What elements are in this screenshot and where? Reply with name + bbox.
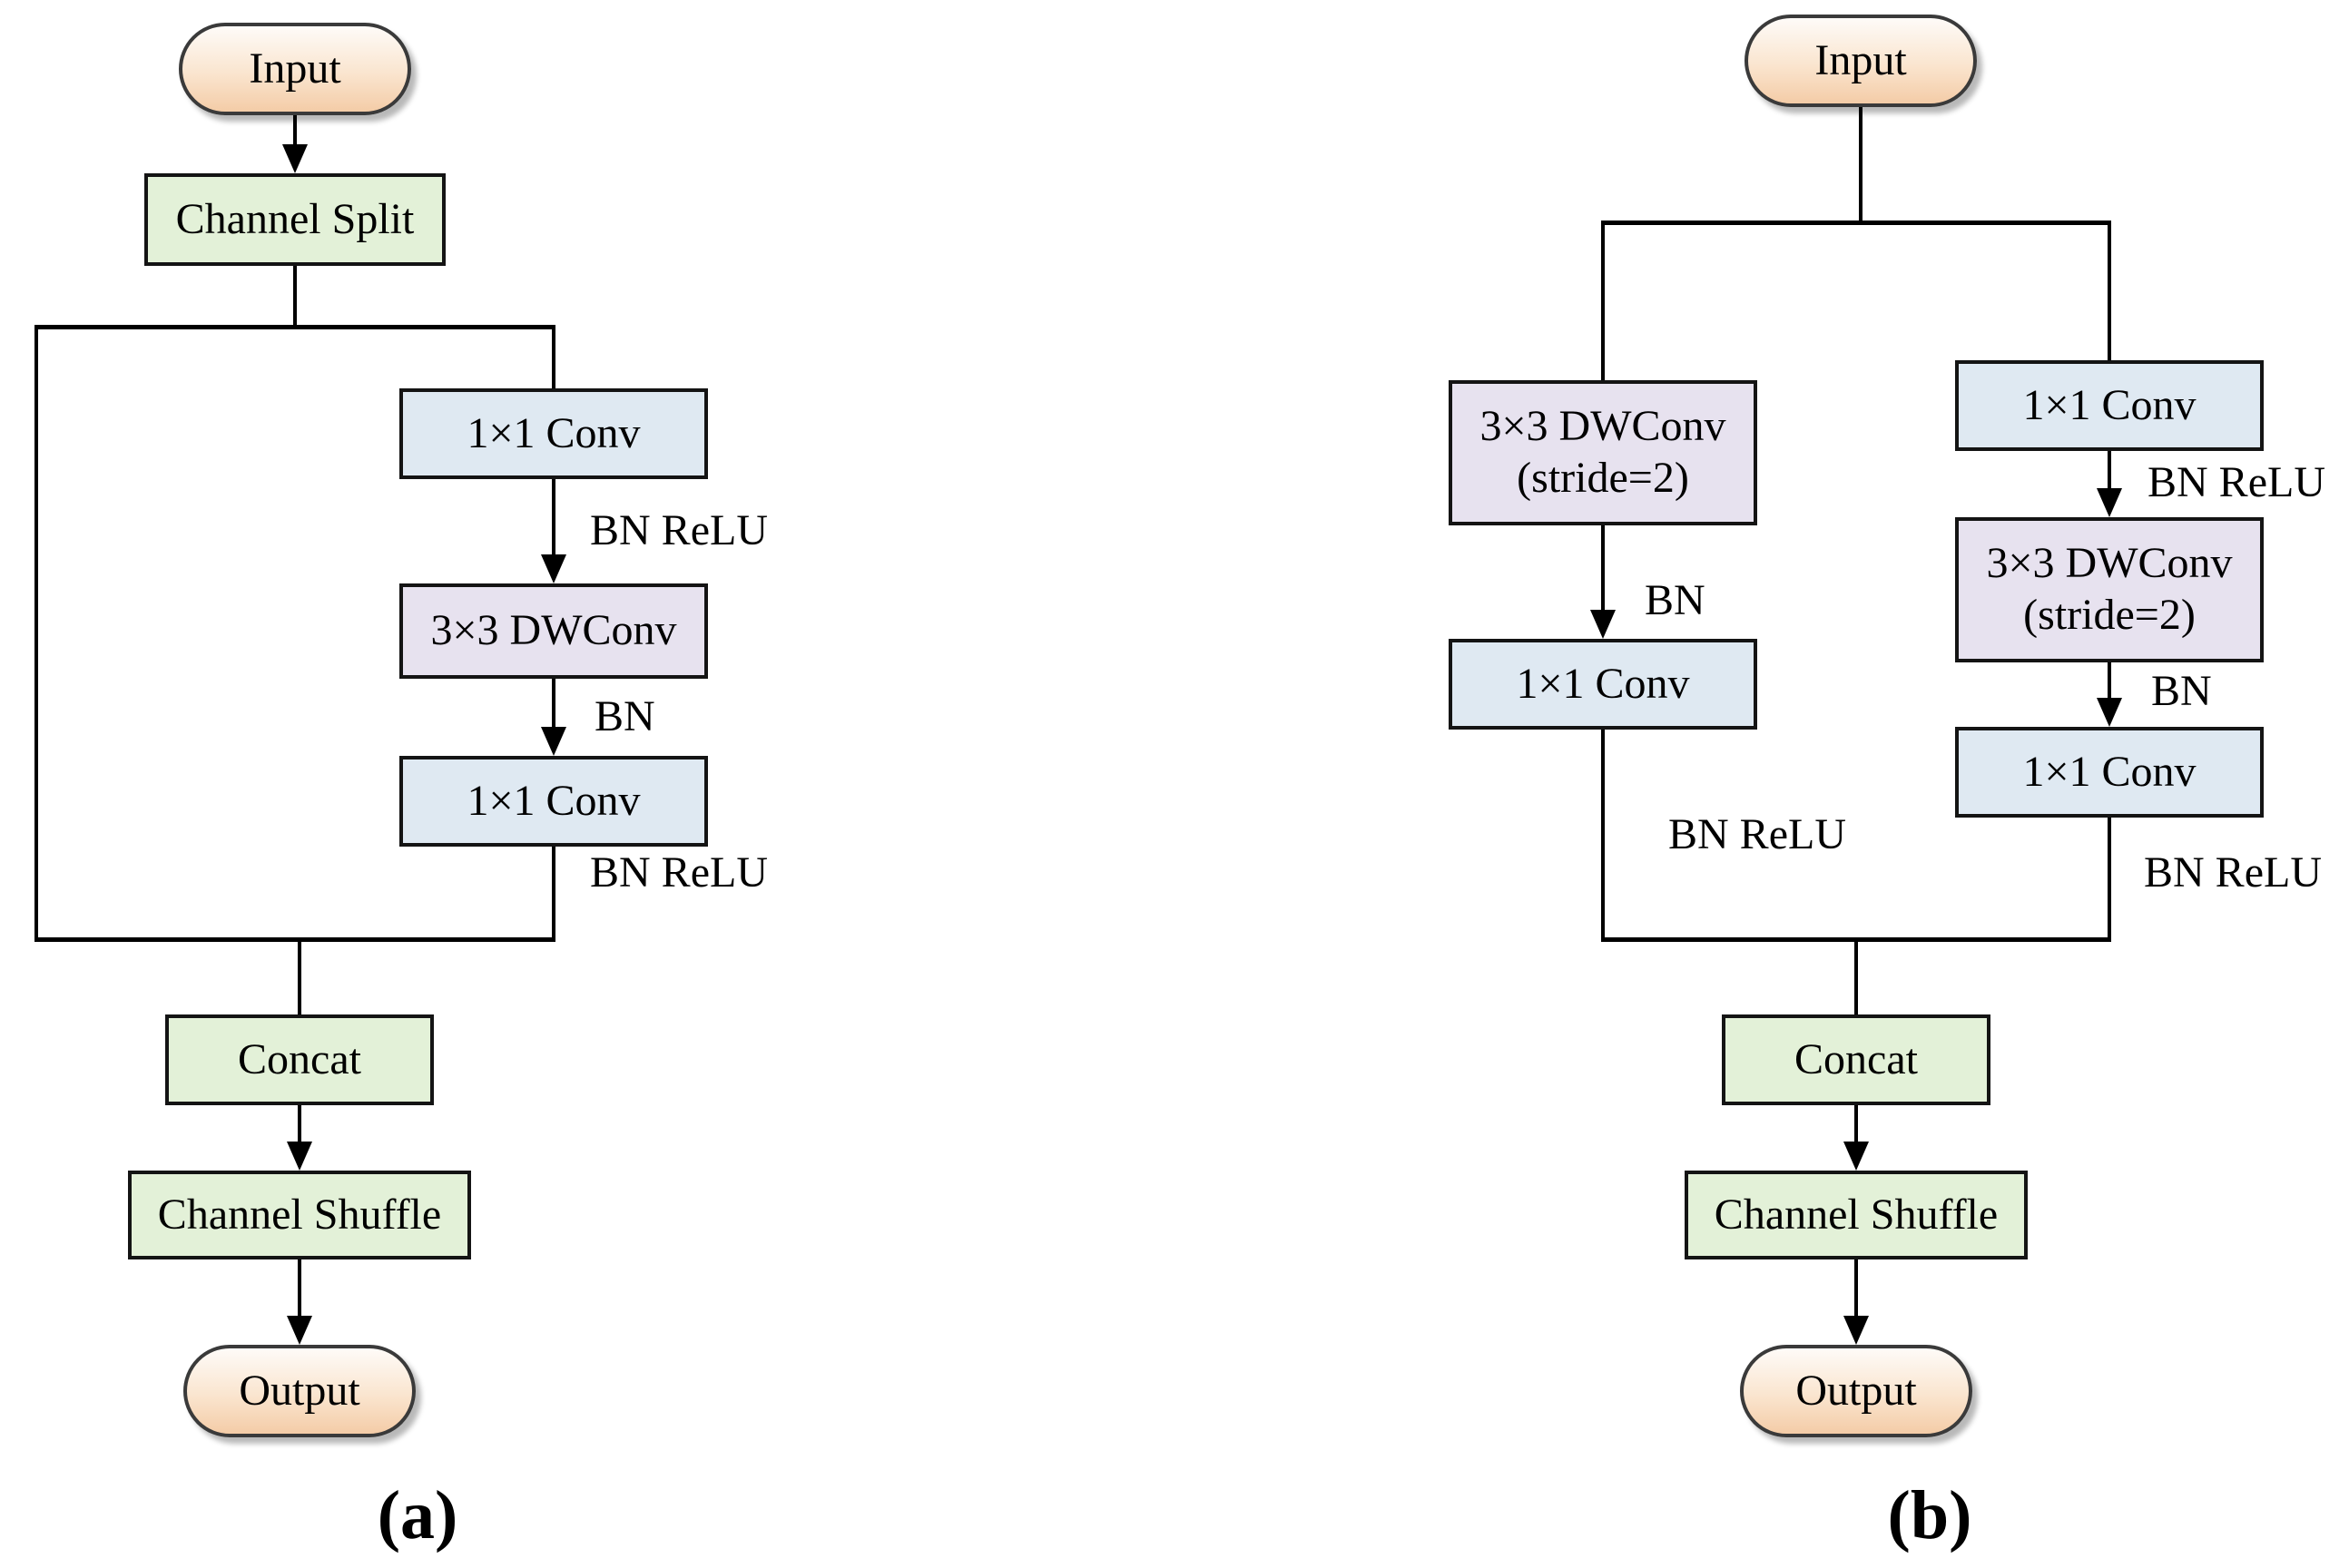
a-dwconv-node: 3×3 DWConv (399, 583, 708, 679)
b-channel-shuffle-label: Channel Shuffle (1714, 1190, 1999, 1239)
a-edge-input-split (293, 115, 297, 148)
b-right-conv1-node: 1×1 Conv (1955, 360, 2264, 451)
b-arrowhead-into-shuffle (1843, 1142, 1869, 1171)
a-input-node: Input (179, 23, 411, 115)
b-arrowhead-into-right-dwconv (2097, 488, 2122, 517)
b-input-node: Input (1745, 15, 1977, 107)
b-arrowhead-into-output (1843, 1316, 1869, 1345)
a-identity-branch-line (34, 325, 38, 941)
b-edge-leftconv-merge (1601, 730, 1605, 939)
a-output-label: Output (239, 1366, 360, 1415)
a-channel-shuffle-node: Channel Shuffle (128, 1171, 471, 1259)
a-bn-relu-1-label: BN ReLU (590, 506, 768, 554)
b-right-dwconv-node: 3×3 DWConv (stride=2) (1955, 517, 2264, 662)
b-right-dwconv-line1: 3×3 DWConv (1986, 539, 2233, 588)
a-output-node: Output (183, 1345, 416, 1437)
a-arrowhead-into-output (287, 1316, 312, 1345)
b-concat-label: Concat (1794, 1034, 1918, 1083)
a-channel-split-node: Channel Split (144, 173, 446, 266)
b-edge-shuffle-output (1854, 1259, 1858, 1318)
a-arrowhead-into-shuffle (287, 1142, 312, 1171)
b-edge-rightconv2-merge (2108, 818, 2111, 939)
b-left-conv-node: 1×1 Conv (1449, 639, 1757, 730)
b-edge-leftdwconv-leftconv (1601, 525, 1605, 612)
a-conv2-label: 1×1 Conv (467, 776, 641, 825)
b-left-branch-line (1601, 220, 1605, 380)
b-split-stem (1859, 107, 1862, 222)
b-right-bn-relu-2-label: BN ReLU (2144, 848, 2322, 897)
b-edge-concat-shuffle (1854, 1105, 1858, 1143)
a-arrowhead-into-channel-split (282, 144, 308, 173)
b-left-dwconv-node: 3×3 DWConv (stride=2) (1449, 380, 1757, 525)
a-merge-drop-line (298, 937, 301, 1014)
b-edge-rightconv1-rightdwconv (2108, 451, 2111, 490)
b-output-label: Output (1795, 1366, 1917, 1415)
b-concat-node: Concat (1722, 1014, 1990, 1105)
b-left-dwconv-line2: (stride=2) (1517, 454, 1689, 502)
b-right-dwconv-line2: (stride=2) (2023, 591, 2196, 639)
a-channel-shuffle-label: Channel Shuffle (157, 1190, 442, 1239)
a-bn-relu-2-label: BN ReLU (590, 848, 768, 897)
b-left-bn-relu-label: BN ReLU (1668, 810, 1846, 858)
a-channel-split-label: Channel Split (175, 194, 415, 243)
b-left-dwconv-line1: 3×3 DWConv (1479, 402, 1726, 451)
a-dwconv-label: 3×3 DWConv (430, 606, 677, 655)
a-concat-label: Concat (238, 1034, 361, 1083)
b-output-node: Output (1740, 1345, 1972, 1437)
a-concat-node: Concat (165, 1014, 434, 1105)
b-right-bn-relu-1-label: BN ReLU (2148, 458, 2325, 506)
a-bn-label: BN (595, 692, 655, 740)
a-arrowhead-into-dwconv (541, 554, 566, 583)
a-edge-dwconv-conv2 (552, 679, 555, 729)
b-right-branch-line (2108, 220, 2111, 360)
a-caption: (a) (377, 1477, 458, 1553)
b-left-bn-label: BN (1645, 576, 1705, 624)
a-split-stem (293, 266, 297, 327)
b-right-bn-label: BN (2151, 667, 2212, 715)
b-right-conv2-label: 1×1 Conv (2022, 747, 2197, 796)
a-input-label: Input (249, 44, 341, 93)
b-right-conv1-label: 1×1 Conv (2022, 380, 2197, 429)
b-left-conv-label: 1×1 Conv (1516, 659, 1690, 708)
a-edge-conv2-merge (552, 847, 555, 939)
b-split-bar (1603, 220, 2109, 225)
a-split-bar (36, 325, 555, 329)
a-conv1-node: 1×1 Conv (399, 388, 708, 479)
a-merge-bar (34, 937, 555, 942)
b-merge-drop-line (1854, 937, 1858, 1014)
a-edge-conv1-dwconv (552, 479, 555, 556)
a-right-branch-line (552, 325, 555, 388)
b-arrowhead-into-right-conv2 (2097, 698, 2122, 727)
a-conv1-label: 1×1 Conv (467, 408, 641, 457)
b-input-label: Input (1814, 35, 1907, 84)
b-caption: (b) (1887, 1477, 1972, 1553)
b-arrowhead-into-left-conv (1590, 610, 1616, 639)
a-edge-concat-shuffle (298, 1105, 301, 1143)
a-edge-shuffle-output (298, 1259, 301, 1318)
b-channel-shuffle-node: Channel Shuffle (1685, 1171, 2028, 1259)
a-conv2-node: 1×1 Conv (399, 756, 708, 847)
a-arrowhead-into-conv2 (541, 727, 566, 756)
b-right-conv2-node: 1×1 Conv (1955, 727, 2264, 818)
b-edge-rightdwconv-rightconv2 (2108, 662, 2111, 700)
